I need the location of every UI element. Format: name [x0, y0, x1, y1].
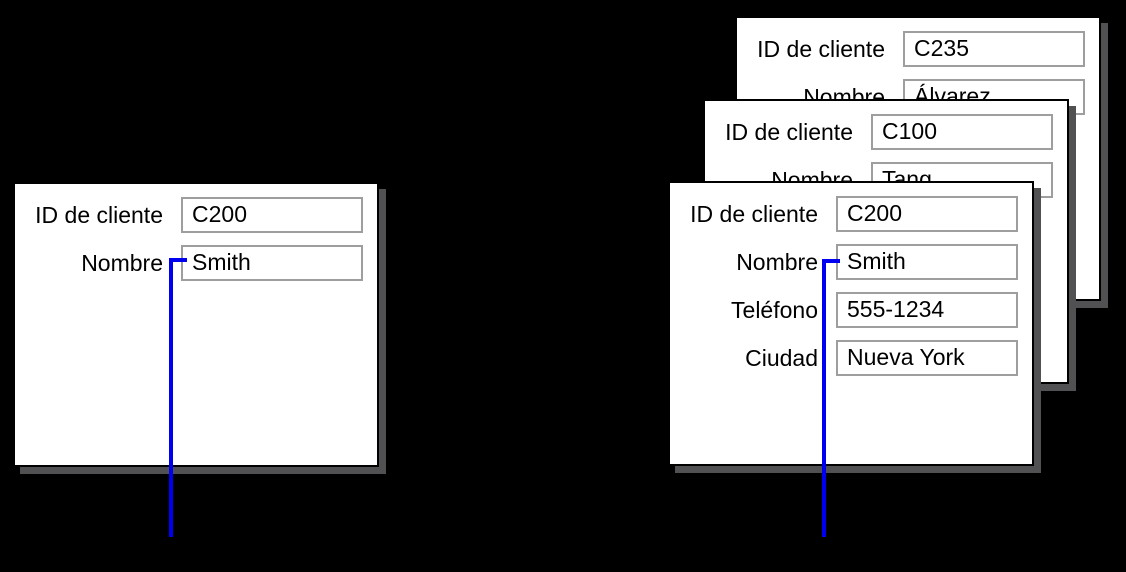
customer-id-input[interactable]: C200 — [836, 196, 1018, 232]
field-row: Nombre Smith — [15, 245, 377, 281]
name-connector-left-stub — [169, 258, 187, 262]
customer-id-label: ID de cliente — [35, 202, 163, 228]
name-label: Nombre — [81, 250, 163, 276]
field-row: ID de cliente C200 — [670, 196, 1032, 232]
name-connector-right-stub — [822, 259, 840, 263]
customer-id-label: ID de cliente — [725, 119, 853, 145]
field-row: ID de cliente C235 — [737, 31, 1099, 67]
name-input[interactable]: Smith — [181, 245, 363, 281]
name-connector-right-vertical — [822, 259, 826, 537]
form-card-left: ID de cliente C200 Nombre Smith — [13, 182, 379, 467]
field-row: Ciudad Nueva York — [670, 340, 1032, 376]
field-row: Teléfono 555-1234 — [670, 292, 1032, 328]
customer-id-input[interactable]: C100 — [871, 114, 1053, 150]
city-label: Ciudad — [745, 345, 818, 371]
name-label: Nombre — [736, 249, 818, 275]
form-card-front: ID de cliente C200 Nombre Smith Teléfono… — [668, 181, 1034, 466]
customer-id-label: ID de cliente — [757, 36, 885, 62]
customer-id-input[interactable]: C235 — [903, 31, 1085, 67]
name-input[interactable]: Smith — [836, 244, 1018, 280]
customer-id-input[interactable]: C200 — [181, 197, 363, 233]
field-row: Nombre Smith — [670, 244, 1032, 280]
city-input[interactable]: Nueva York — [836, 340, 1018, 376]
customer-id-label: ID de cliente — [690, 201, 818, 227]
name-connector-left-vertical — [169, 258, 173, 537]
phone-input[interactable]: 555-1234 — [836, 292, 1018, 328]
field-row: ID de cliente C100 — [705, 114, 1067, 150]
field-row: ID de cliente C200 — [15, 197, 377, 233]
phone-label: Teléfono — [731, 297, 818, 323]
